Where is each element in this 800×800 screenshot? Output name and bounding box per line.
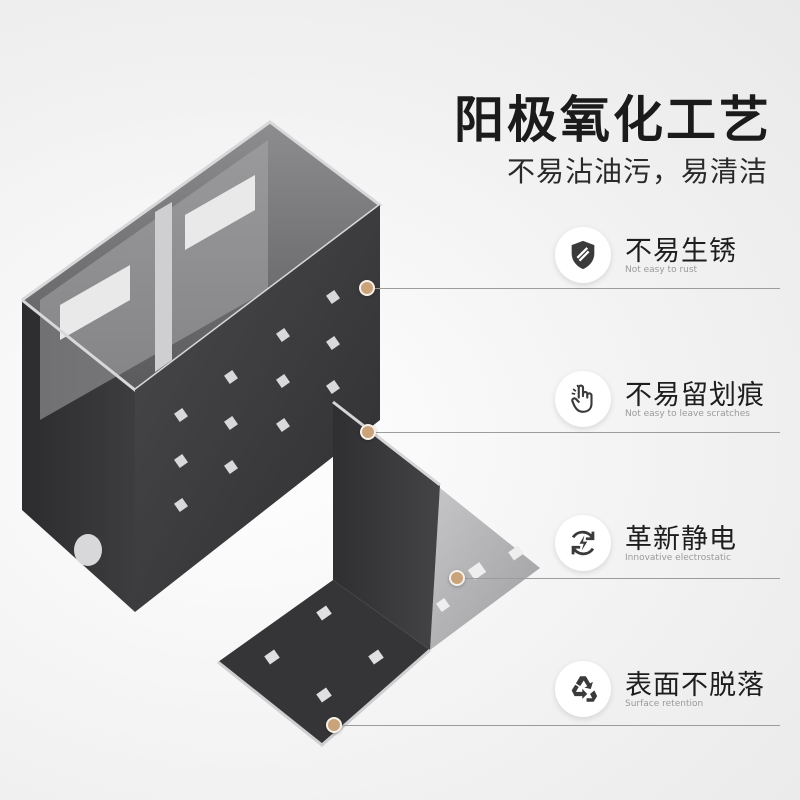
feature-caption: Not easy to rust — [625, 265, 698, 275]
leader-line-static — [457, 578, 780, 579]
shield-icon — [571, 240, 595, 270]
refresh-lightning-icon — [571, 530, 595, 556]
feature-caption: Surface retention — [625, 699, 704, 709]
finger-icon — [571, 384, 593, 413]
recycle-icon — [571, 676, 598, 702]
feature-title: 不易生锈 — [625, 236, 737, 267]
headline: 阳极氧化工艺 — [454, 91, 772, 149]
leader-line-rust — [367, 288, 780, 289]
feature-static: 革新静电 Innovative electrostatic — [555, 515, 795, 575]
feature-rust: 不易生锈 Not easy to rust — [555, 227, 795, 287]
callout-dot-static — [449, 570, 465, 586]
feature-caption: Innovative electrostatic — [625, 553, 731, 563]
feature-surface: 表面不脱落 Surface retention — [555, 661, 795, 721]
feature-badge — [555, 515, 611, 571]
subline: 不易沾油污，易清洁 — [506, 155, 768, 188]
callout-dot-scratch — [360, 424, 376, 440]
feature-title: 表面不脱落 — [625, 670, 765, 701]
leader-line-surface — [334, 725, 780, 726]
feature-badge — [555, 227, 611, 283]
feature-caption: Not easy to leave scratches — [625, 409, 750, 419]
feature-title: 不易留划痕 — [625, 380, 765, 411]
feature-scratch: 不易留划痕 Not easy to leave scratches — [555, 371, 795, 431]
callout-dot-surface — [326, 717, 342, 733]
leader-line-scratch — [368, 432, 780, 433]
feature-badge — [555, 661, 611, 717]
feature-title: 革新静电 — [625, 524, 737, 555]
callout-dot-rust — [359, 280, 375, 296]
feature-badge — [555, 371, 611, 427]
